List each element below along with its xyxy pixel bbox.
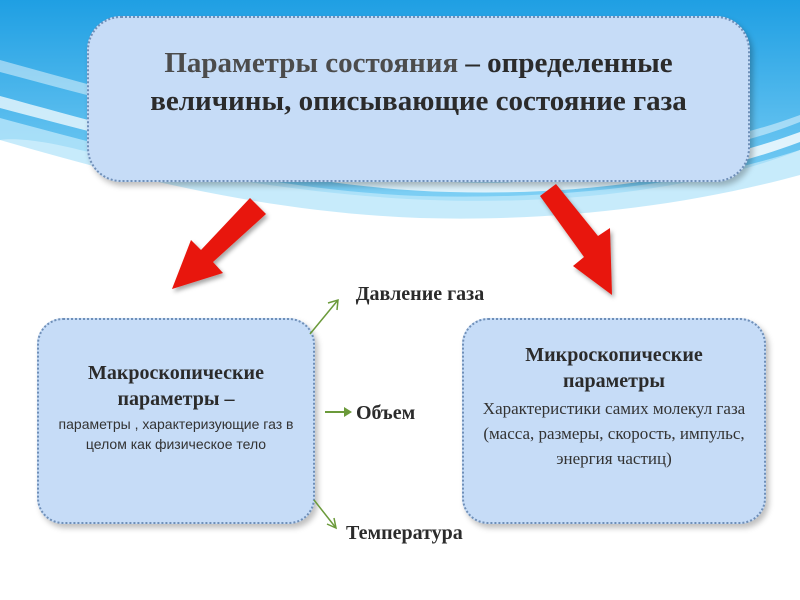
param-temperature: Температура — [346, 522, 463, 544]
macroscopic-title: Макроскопические параметры — [88, 362, 264, 410]
microscopic-box: Микроскопические параметры Характеристик… — [462, 318, 766, 524]
connector-temperature — [313, 499, 338, 530]
connector-pressure — [309, 298, 339, 335]
microscopic-description: Характеристики самих молекул газа (масса… — [482, 399, 746, 468]
param-pressure: Давление газа — [355, 283, 485, 305]
connector-volume — [325, 407, 352, 417]
definition-box: Параметры состояния – определенные велич… — [87, 16, 750, 182]
param-volume: Объем — [356, 402, 416, 424]
macroscopic-box: Макроскопические параметры – параметры ,… — [37, 318, 315, 524]
definition-term: Параметры состояния — [164, 47, 459, 79]
microscopic-title: Микроскопические параметры — [525, 344, 703, 392]
definition-text: Параметры состояния – определенные велич… — [113, 44, 724, 120]
macroscopic-dash: – — [219, 388, 235, 410]
definition-body: – определенные величины, описывающие сос… — [150, 47, 687, 117]
macroscopic-description: параметры , характеризующие газ в целом … — [58, 416, 294, 452]
